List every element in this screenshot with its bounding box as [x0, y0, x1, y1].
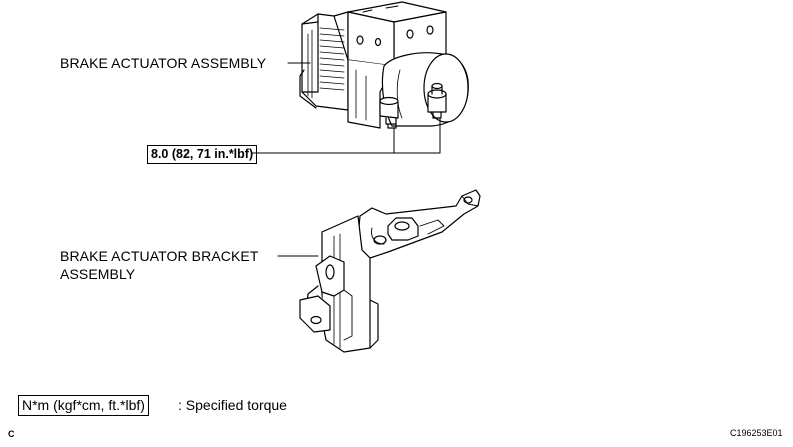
brake-actuator-bracket-illustration [299, 189, 481, 353]
legend-description: : Specified torque [178, 397, 287, 413]
legend-unit-box: N*m (kgf*cm, ft.*lbf) [18, 395, 149, 416]
bracket-label-line2: ASSEMBLY [60, 266, 136, 282]
torque-leader-lines [251, 117, 441, 154]
brake-actuator-illustration [299, 1, 469, 129]
corner-letter: C [8, 429, 15, 439]
torque-value-box: 8.0 (82, 71 in.*lbf) [147, 145, 258, 164]
bracket-label-line1: BRAKE ACTUATOR BRACKET [60, 248, 259, 264]
actuator-label: BRAKE ACTUATOR ASSEMBLY [60, 55, 267, 71]
figure-id: C196253E01 [730, 428, 783, 438]
